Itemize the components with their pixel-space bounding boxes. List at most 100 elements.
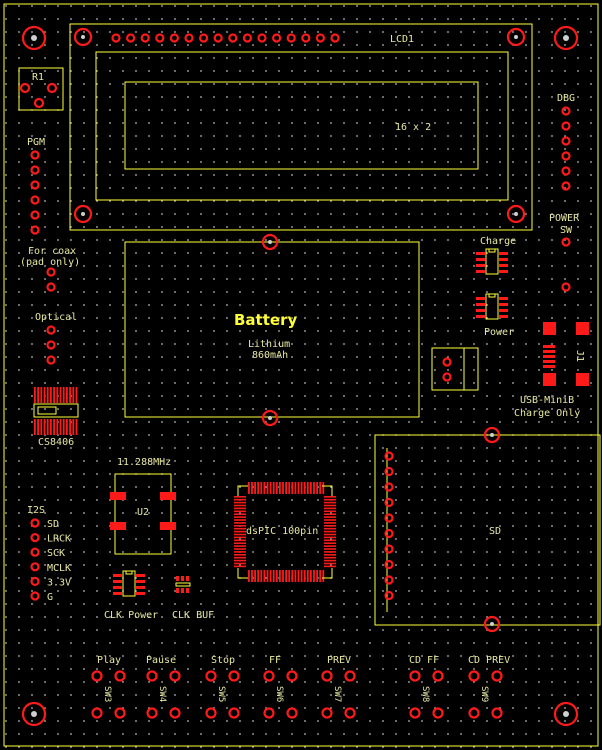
sd-pin <box>384 466 394 477</box>
switch-pad <box>344 707 356 719</box>
sd-pins <box>384 451 394 601</box>
mounting-hole-top-right <box>553 25 579 51</box>
sd-pin <box>384 497 394 508</box>
oscillator-u2: U2 <box>110 473 176 555</box>
i2s-pin <box>30 547 40 557</box>
switch-ref-label: SW6 <box>274 686 284 702</box>
i2s-pin <box>30 591 40 601</box>
lcd-pin <box>286 33 296 43</box>
i2s-pin-label: SD <box>47 519 59 530</box>
sd-pin <box>384 590 394 601</box>
pgm-header-pins <box>30 150 40 235</box>
sd-pin <box>384 575 394 585</box>
switch-ref-label: SW7 <box>332 686 342 702</box>
lcd-pin <box>272 33 282 43</box>
lcd-pin <box>126 33 136 43</box>
pgm-pin <box>30 165 40 175</box>
switch-pad <box>114 670 126 682</box>
oscillator-label: 11.288MHz <box>117 457 171 468</box>
lcd-pin <box>111 33 121 43</box>
power-sw-pad <box>561 237 571 247</box>
power-sw-label-2: SW <box>560 225 573 236</box>
switch-pad <box>286 707 298 719</box>
sd-pin <box>384 451 394 461</box>
sd-pin <box>384 528 394 539</box>
switch-pad <box>344 670 356 682</box>
r1-label: R1 <box>32 72 44 83</box>
charge-ic <box>476 248 508 275</box>
switch-pad <box>491 707 503 719</box>
switch-ref-label: SW3 <box>102 686 112 702</box>
lcd-header-pins <box>111 33 340 43</box>
power-label: Power <box>484 327 514 338</box>
lcd-pin <box>155 33 165 43</box>
lcd-pin <box>184 33 194 43</box>
pgm-pin <box>30 195 40 205</box>
sd-label: SD <box>489 526 501 537</box>
dbg-pin <box>561 136 571 146</box>
switch-ref-label: SW4 <box>157 686 167 702</box>
switch-label: PREV <box>327 655 351 666</box>
switch-pad <box>409 670 421 682</box>
dspic-mcu <box>234 482 336 582</box>
dbg-pin <box>561 121 571 131</box>
usb-label-1: USB-MiniB <box>520 395 574 406</box>
i2s-pin-label: 3.3V <box>47 577 71 588</box>
usb-label-2: Charge Only <box>514 408 580 419</box>
switch-pad <box>169 707 181 719</box>
u2-label: U2 <box>137 507 149 518</box>
switch-pad <box>468 670 480 682</box>
battery-title: Battery <box>234 311 297 329</box>
lcd-pin <box>213 33 223 43</box>
switch-pad <box>432 707 444 719</box>
switch-label: CD FF <box>409 655 439 666</box>
power-sw-label-1: POWER <box>549 213 580 224</box>
switch-ref-label: SW5 <box>216 686 226 702</box>
charge-label: Charge <box>480 236 516 247</box>
lcd-pin <box>199 33 209 43</box>
pgm-pin <box>30 180 40 190</box>
sd-pin <box>384 559 394 570</box>
usb-ref-label: J1 <box>574 350 585 362</box>
optical-pad <box>46 325 56 335</box>
switch-label: Play <box>97 655 121 666</box>
i2s-pin <box>30 518 40 528</box>
power-sw-pad <box>561 282 571 292</box>
switch-pad <box>146 707 158 719</box>
i2s-pin-label: LRCK <box>47 534 71 545</box>
clk-power-label: CLK Power <box>104 610 158 621</box>
switch-pad <box>321 670 333 682</box>
switch-label: Pause <box>146 655 176 666</box>
optical-pad <box>46 355 56 365</box>
lcd-pin <box>140 33 150 43</box>
switch-label: FF <box>269 655 281 666</box>
switch-pad <box>468 707 480 719</box>
lcd-pin <box>301 33 311 43</box>
switch-pad <box>91 707 103 719</box>
optical-pad <box>46 340 56 350</box>
dbg-pin <box>561 181 571 191</box>
i2s-pin-label: MCLK <box>47 563 71 574</box>
i2s-label: I2S <box>27 505 45 516</box>
board-outline <box>3 3 599 747</box>
switch-pad <box>432 670 444 682</box>
coax-label-1: For coax <box>28 246 76 257</box>
i2s-pin <box>30 562 40 572</box>
lcd-pin <box>315 33 325 43</box>
lcd-pin <box>228 33 238 43</box>
lcd-pin <box>330 33 340 43</box>
switch-pad <box>169 670 181 682</box>
battery-capacity: 860mAh <box>252 350 288 361</box>
switch-ref-label: SW8 <box>420 686 430 702</box>
cs8406-ic <box>33 387 79 435</box>
cs8406-label: CS8406 <box>38 437 74 448</box>
i2s-pin <box>30 576 40 587</box>
i2s-pin <box>30 532 40 543</box>
sd-card-slot: SD <box>374 426 601 633</box>
lcd-module: LCD1 16 x 2 <box>69 23 533 231</box>
